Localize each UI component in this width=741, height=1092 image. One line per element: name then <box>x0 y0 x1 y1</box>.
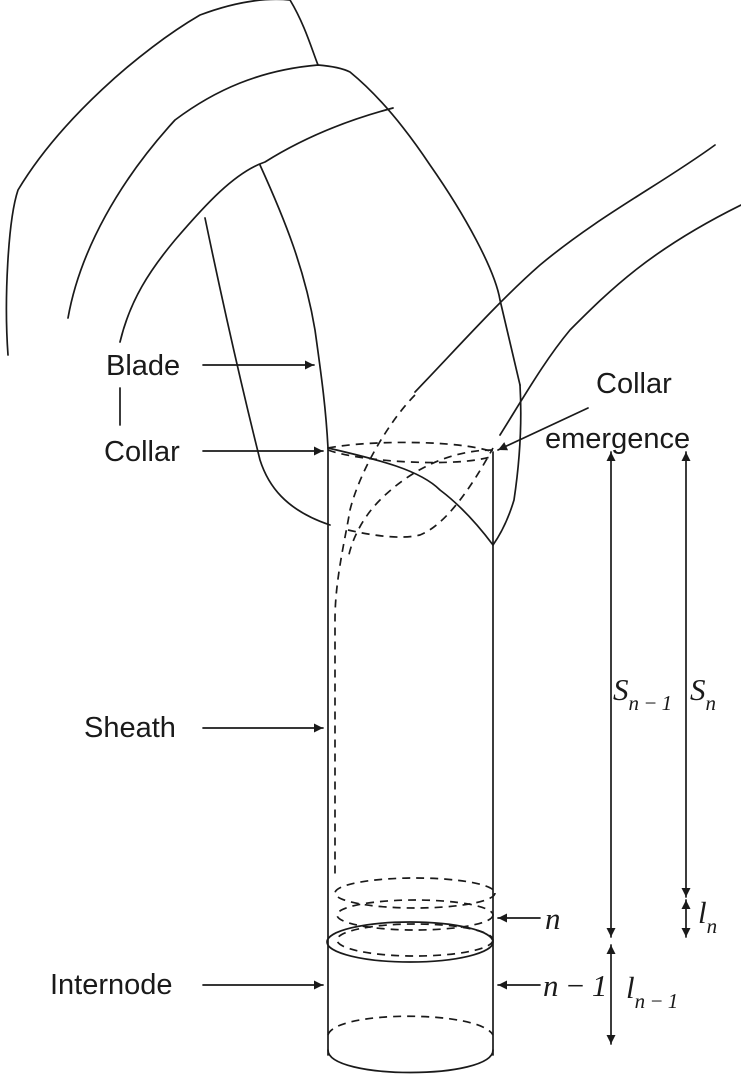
blade-label-group: Blade <box>106 350 315 382</box>
node-n-label-group: n <box>497 901 561 936</box>
hidden-collar-curve <box>347 447 494 538</box>
collar-label: Collar <box>104 436 180 468</box>
node-n-ellipse <box>336 899 494 931</box>
l-prev-label: ln − 1 <box>626 970 678 1013</box>
internode-bottom-hidden <box>327 1015 494 1036</box>
collar-emergence-line2: emergence <box>545 423 690 455</box>
node-n1-label-group: n − 1 <box>497 968 607 1003</box>
node-n-upper-ellipse <box>334 877 496 909</box>
s-curr-label: Sn <box>690 672 716 715</box>
outer-leaf-blade <box>5 0 319 356</box>
s-prev-label: Sn − 1 <box>613 672 672 715</box>
leaf-blade-left-edge <box>204 217 331 526</box>
collar-ellipse-front <box>327 449 494 464</box>
node-n-label: n <box>545 901 561 936</box>
hidden-leaf-inner <box>347 449 494 561</box>
internode-label: Internode <box>50 969 173 1001</box>
blade-label: Blade <box>106 350 180 382</box>
sheath-label-group: Sheath <box>84 712 324 744</box>
leaf-blade-right-edge <box>259 164 329 449</box>
collar-ellipse-back <box>327 441 494 453</box>
collar-label-group: Collar <box>104 436 324 468</box>
internode-top-ellipse <box>326 921 494 963</box>
internode-label-group: Internode <box>50 969 324 1001</box>
internode-bottom <box>327 1049 494 1074</box>
l-curr-label: ln <box>698 895 717 938</box>
collar-emergence-line1: Collar <box>596 368 672 400</box>
sheath-label: Sheath <box>84 712 176 744</box>
collar-emergence-label-group: Collar emergence <box>497 368 690 455</box>
collar-curve <box>327 447 494 546</box>
middle-leaf-blade-inner <box>119 107 394 343</box>
new-leaf-lower-edge <box>499 204 741 436</box>
middle-leaf-blade-outer <box>67 64 521 386</box>
node-n1-label: n − 1 <box>543 968 607 1003</box>
hidden-leaf-edge <box>334 394 416 875</box>
new-leaf-upper-edge <box>414 144 716 393</box>
collar-emergence-arrow <box>497 407 589 451</box>
upper-leaf-edge <box>492 384 522 546</box>
